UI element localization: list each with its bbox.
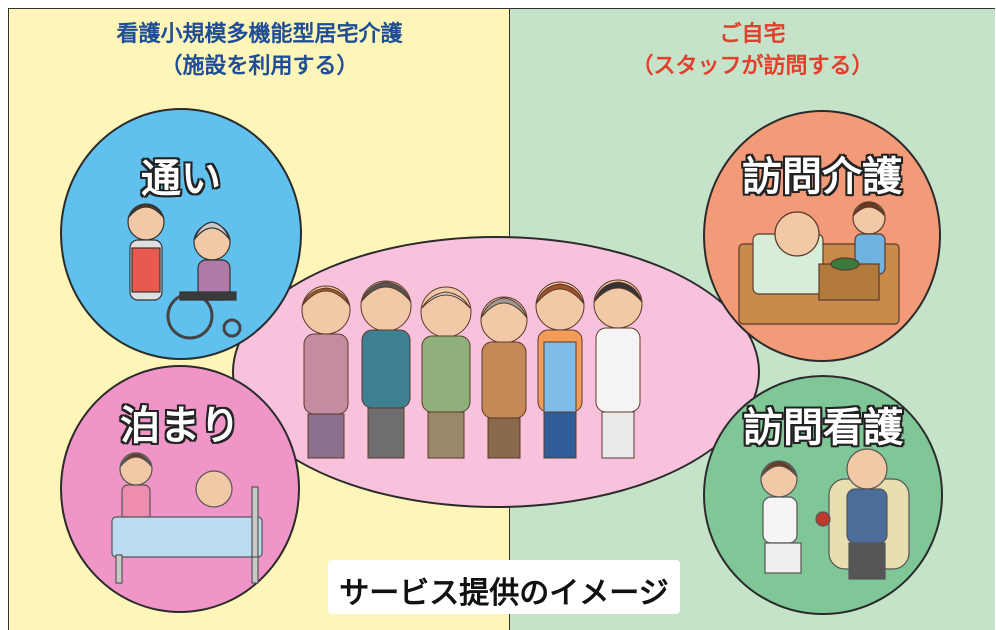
home-nursing-label: 訪問看護 (743, 405, 903, 451)
caption-box: サービス提供のイメージ (328, 560, 680, 614)
home-nursing-circle: 訪問看護 (703, 375, 943, 615)
home-panel-title: ご自宅 （スタッフが訪問する） (510, 19, 995, 83)
overnight-stay-label: 泊まり (120, 403, 240, 449)
home-title-line2: （スタッフが訪問する） (631, 54, 874, 79)
center-group-ellipse (232, 236, 760, 508)
day-service-circle: 通い (60, 108, 302, 360)
home-title-line1: ご自宅 (719, 22, 786, 47)
facility-title-line2: （施設を利用する） (160, 54, 359, 79)
home-nursing-illustration (760, 448, 910, 580)
home-care-circle: 訪問介護 (703, 110, 941, 362)
wheelchair-illustration (127, 203, 242, 340)
group-of-people-illustration (301, 279, 643, 459)
home-care-label: 訪問介護 (742, 154, 902, 200)
home-care-meal-illustration (738, 201, 900, 325)
day-service-label: 通い (141, 156, 221, 202)
facility-panel-title: 看護小規模多機能型居宅介護 （施設を利用する） (9, 19, 510, 83)
bed-care-illustration (111, 452, 263, 584)
caption-text: サービス提供のイメージ (339, 576, 669, 611)
overnight-stay-circle: 泊まり (60, 365, 300, 613)
facility-title-line1: 看護小規模多機能型居宅介護 (116, 22, 403, 47)
